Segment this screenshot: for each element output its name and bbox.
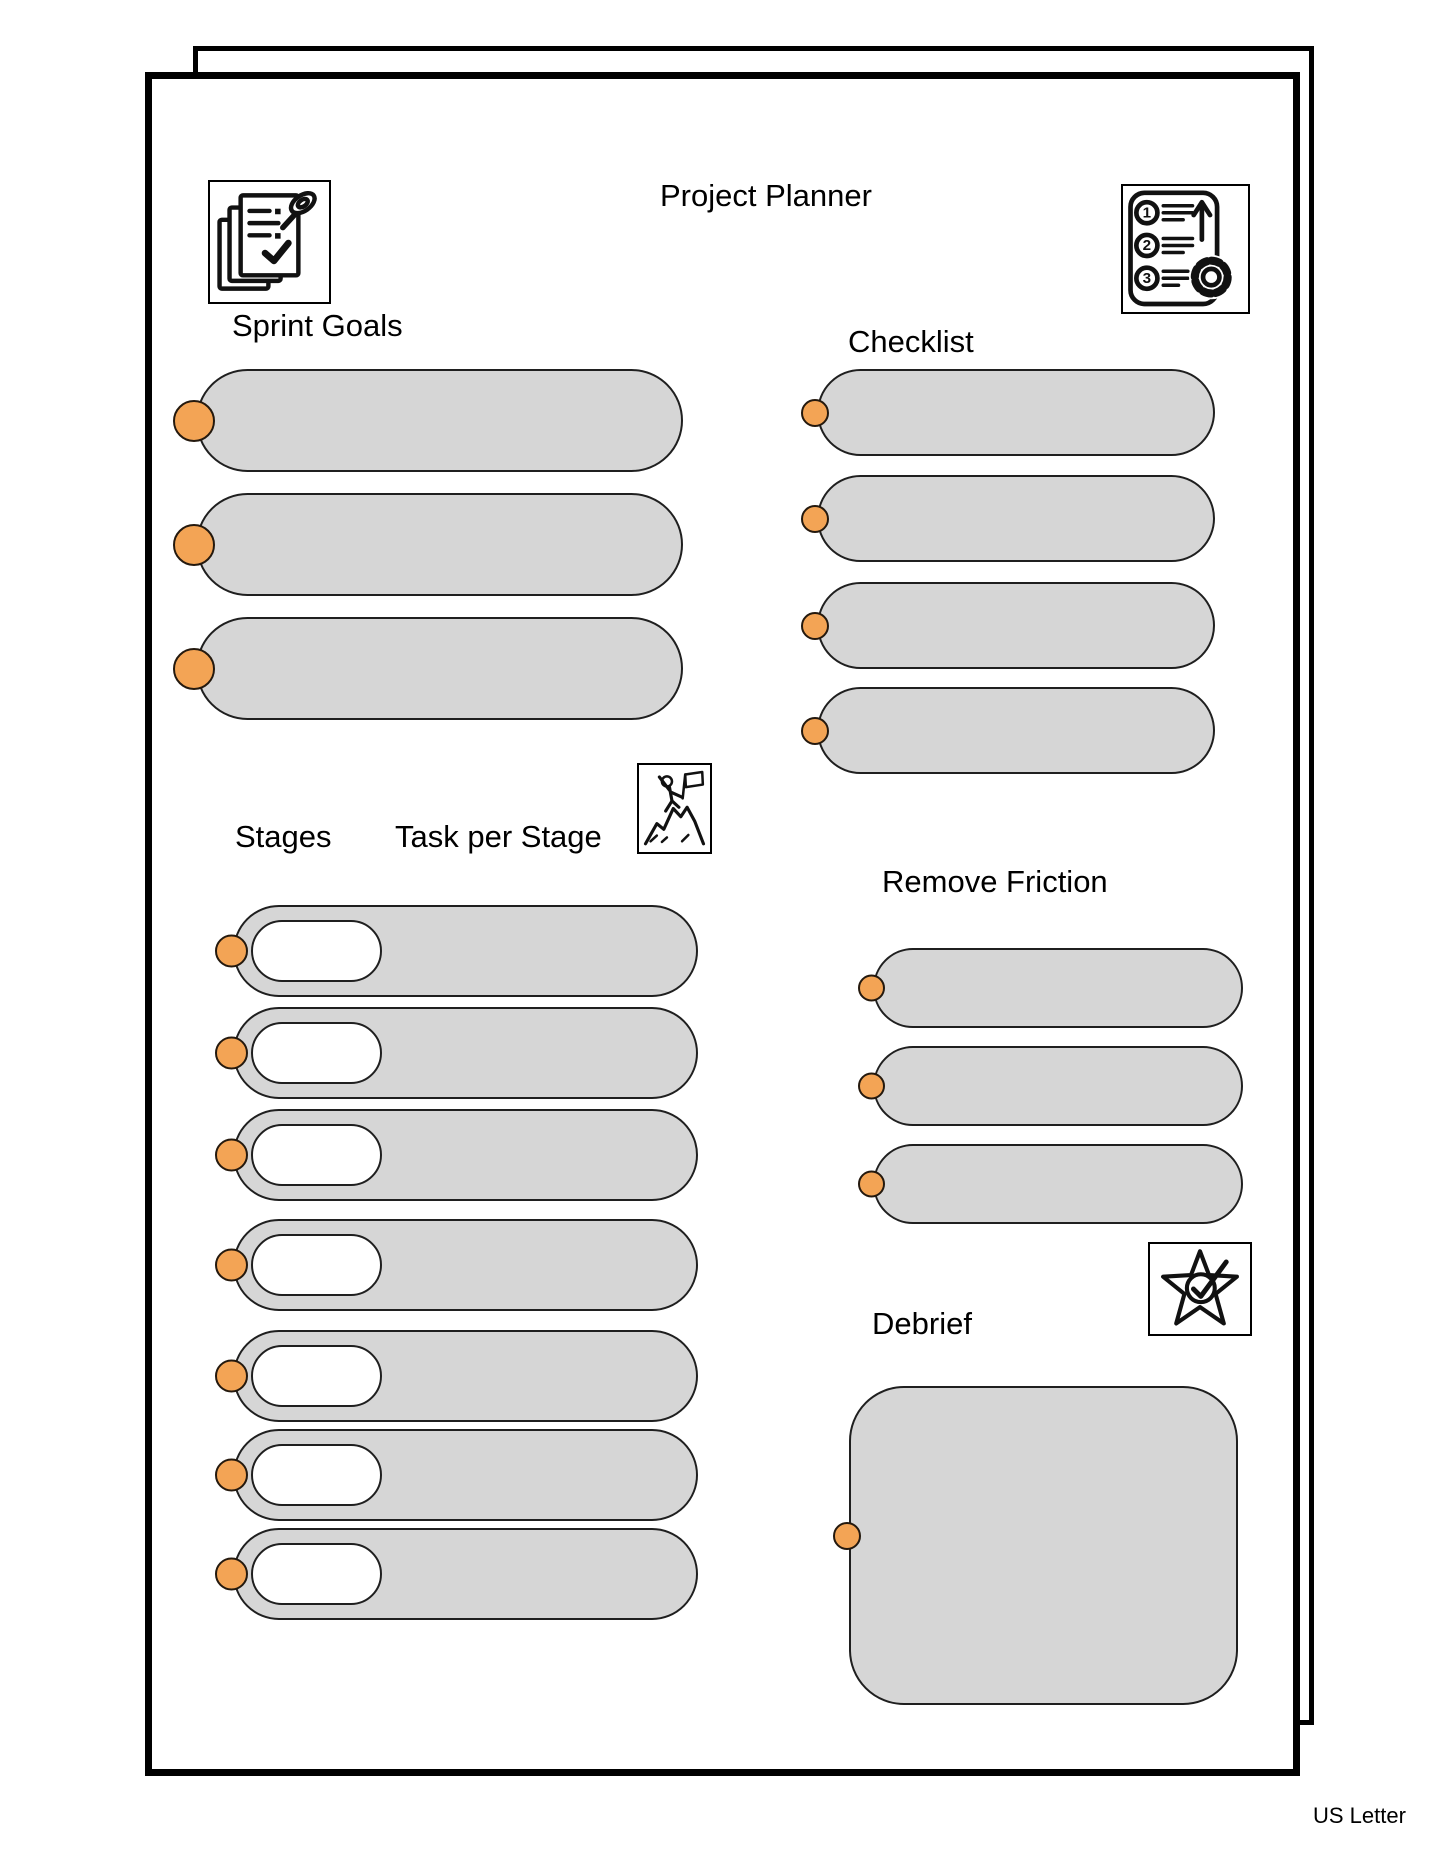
task-field[interactable] [215,1109,698,1201]
sprint-goal-field[interactable] [173,617,683,720]
stage-name-field[interactable] [251,1124,382,1186]
stage-name-field[interactable] [251,1543,382,1605]
bullet-dot [801,398,829,427]
task-field[interactable] [215,1007,698,1099]
stage-name-field[interactable] [251,1444,382,1506]
stage-name-field[interactable] [251,920,382,982]
numbered-steps-gear-icon: 1 2 3 [1121,184,1250,314]
stage-rows [215,905,698,1620]
svg-text:3: 3 [1143,270,1151,287]
stage-name-field[interactable] [251,1345,382,1407]
bullet-dot [215,1557,248,1591]
debrief-heading: Debrief [872,1306,972,1341]
checklist-heading: Checklist [848,324,974,359]
bullet-dot [173,523,215,566]
remove-friction-rows [858,948,1243,1224]
task-field[interactable] [215,1219,698,1311]
bullet-dot [215,1458,248,1492]
friction-field[interactable] [858,1144,1243,1224]
bullet-dot [215,934,248,968]
remove-friction-heading: Remove Friction [882,864,1108,899]
sprint-goal-field[interactable] [173,369,683,472]
bullet-dot [801,716,829,745]
pinned-notes-icon [208,180,331,304]
bullet-dot [215,1036,248,1070]
stages-heading: Stages [235,819,332,854]
checklist-field[interactable] [801,369,1215,456]
task-per-stage-heading: Task per Stage [395,819,602,854]
task-field[interactable] [215,1330,698,1422]
stage-name-field[interactable] [251,1022,382,1084]
task-field[interactable] [215,1528,698,1620]
bullet-dot [801,504,829,533]
sprint-goals-rows [173,369,683,720]
sprint-goals-heading: Sprint Goals [232,308,403,343]
checklist-field[interactable] [801,687,1215,774]
svg-text:1: 1 [1143,204,1152,221]
task-field[interactable] [215,1429,698,1521]
bullet-dot [215,1359,248,1393]
sprint-goal-field[interactable] [173,493,683,596]
bullet-dot [173,647,215,690]
mountain-summit-flag-icon [637,763,712,854]
debrief-field[interactable] [833,1386,1238,1705]
svg-text:2: 2 [1143,237,1151,254]
bullet-dot [801,611,829,640]
stage-name-field[interactable] [251,1234,382,1296]
bullet-dot [858,974,885,1002]
paper-size-label: US Letter [1313,1803,1406,1828]
star-check-icon [1148,1242,1252,1336]
checklist-field[interactable] [801,582,1215,669]
bullet-dot [833,1522,861,1550]
task-field[interactable] [215,905,698,997]
page-title: Project Planner [660,178,872,213]
friction-field[interactable] [858,948,1243,1028]
checklist-field[interactable] [801,475,1215,562]
bullet-dot [858,1072,885,1100]
friction-field[interactable] [858,1046,1243,1126]
bullet-dot [215,1248,248,1282]
checklist-rows [801,369,1215,774]
bullet-dot [173,399,215,442]
bullet-dot [215,1138,248,1172]
bullet-dot [858,1170,885,1198]
